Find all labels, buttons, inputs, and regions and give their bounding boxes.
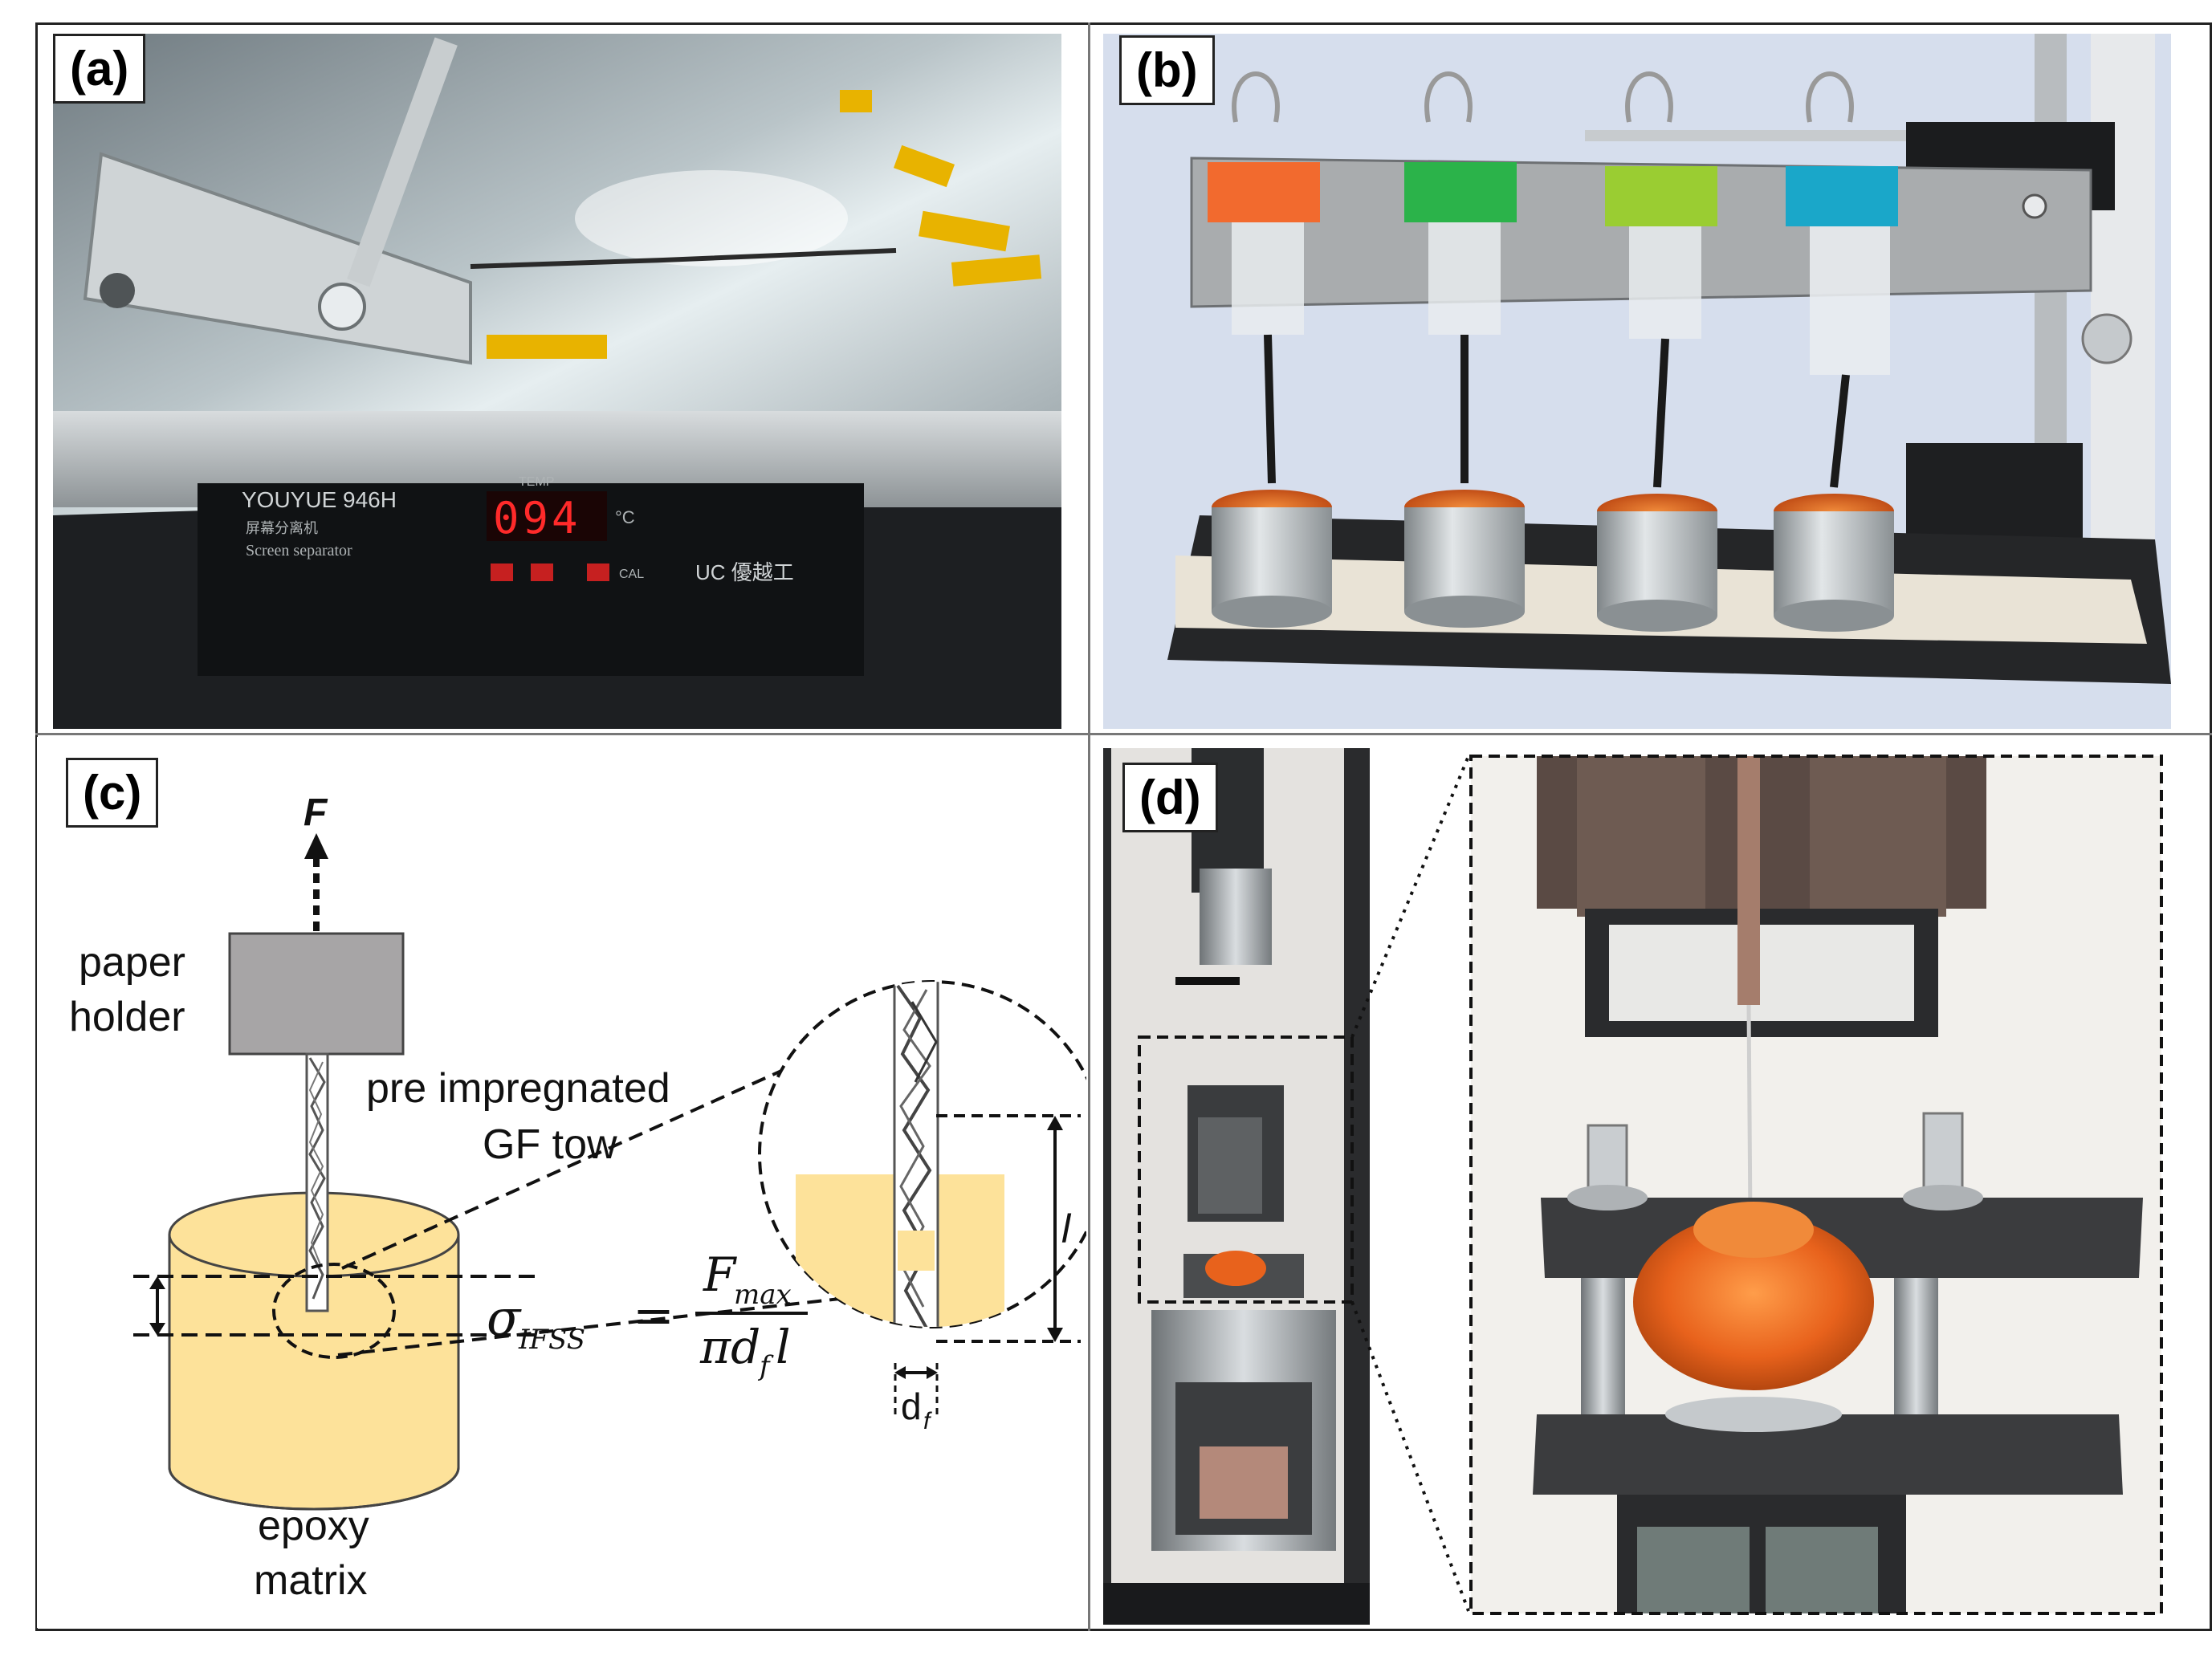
length-label: l xyxy=(1061,1206,1072,1251)
tow-label-line1: pre impregnated xyxy=(366,1065,670,1112)
sample-1 xyxy=(1208,71,1332,628)
paper-holder xyxy=(228,932,405,1056)
holder-label-line2: holder xyxy=(69,994,185,1040)
panel-label-d: (d) xyxy=(1122,763,1218,832)
device-brand: YOUYUE 946H xyxy=(242,487,397,512)
diameter-sub: f xyxy=(923,1408,932,1434)
holder-label-line1: paper xyxy=(79,939,185,986)
formula-lhs-sub: IFSS xyxy=(518,1324,585,1356)
binder-clip xyxy=(1404,162,1517,222)
device-subtitle: Screen separator xyxy=(246,542,352,559)
gf-tow xyxy=(305,1052,329,1312)
binder-clip xyxy=(1605,166,1717,226)
sample-2 xyxy=(1404,71,1525,628)
formula-denominator-pi: πd xyxy=(699,1320,760,1374)
control-button xyxy=(491,564,513,581)
formula-equals: = xyxy=(633,1286,674,1345)
screen-separator-photo: YOUYUE 946H 屏幕分离机 Screen separator TEMP … xyxy=(53,34,1061,729)
formula-numerator: F xyxy=(703,1247,737,1302)
formula-lhs: σ xyxy=(487,1288,522,1347)
device-chinese: 屏幕分离机 xyxy=(246,520,318,536)
pullout-test-schematic: F paper holder pre impregnated GF tow xyxy=(37,737,1086,1628)
sample-4 xyxy=(1774,71,1898,632)
panel-label-a: (a) xyxy=(53,34,146,104)
vertical-divider xyxy=(1088,22,1090,1631)
matrix-label-line2: matrix xyxy=(254,1557,368,1604)
panel-c: F paper holder pre impregnated GF tow xyxy=(37,737,1086,1628)
temp-unit: °C xyxy=(615,507,635,527)
panel-label-c: (c) xyxy=(66,758,159,828)
panel-d: (d) xyxy=(1103,748,2175,1625)
temp-caption: TEMP xyxy=(519,475,554,489)
binder-clip xyxy=(1208,162,1320,222)
tow-label-line2: GF tow xyxy=(483,1121,617,1168)
grip-closeup xyxy=(1471,756,2161,1613)
figure-frame xyxy=(35,22,2212,1631)
formula-denominator-l: l xyxy=(776,1320,791,1374)
tensile-tester-photo xyxy=(1103,748,2175,1625)
pullout-sample-rig-photo xyxy=(1103,34,2171,729)
temp-display: 094 xyxy=(493,493,581,543)
button-caption: CAL xyxy=(619,568,644,581)
diameter-label: d xyxy=(901,1385,922,1427)
force-label: F xyxy=(303,791,328,834)
matrix-label-line1: epoxy xyxy=(258,1503,369,1549)
panel-a: YOUYUE 946H 屏幕分离机 Screen separator TEMP … xyxy=(53,34,1061,729)
sample-3 xyxy=(1597,71,1717,632)
panel-label-b: (b) xyxy=(1119,35,1215,105)
formula-numerator-sub: max xyxy=(734,1279,792,1311)
resin-cup xyxy=(1633,1214,1874,1390)
machine-overview xyxy=(1103,748,1370,1625)
tape xyxy=(840,90,872,112)
panel-b: (b) xyxy=(1103,34,2171,729)
horizontal-divider xyxy=(35,733,2212,735)
brand-logo: UC 優越工 xyxy=(695,560,794,584)
binder-clip xyxy=(1786,166,1898,226)
